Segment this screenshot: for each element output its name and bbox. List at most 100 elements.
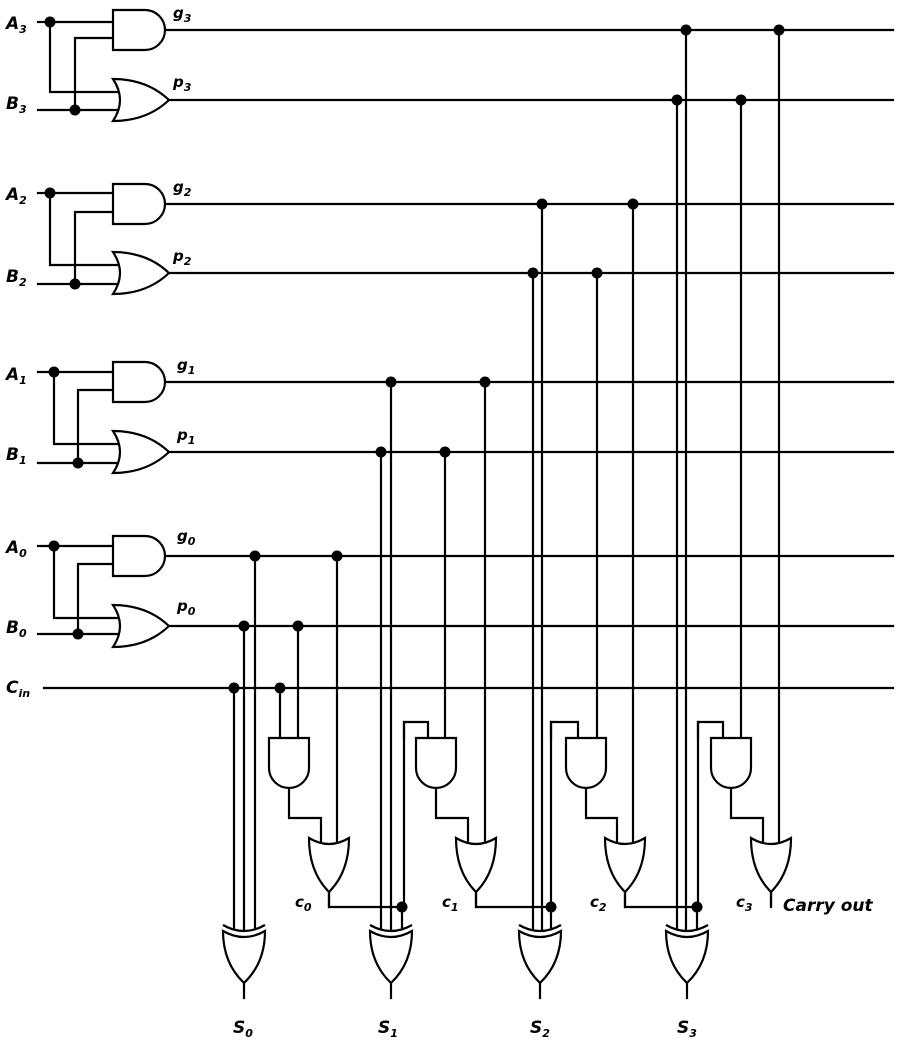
junction-dot (773, 24, 785, 36)
signal-label-p2: p2 (172, 247, 192, 268)
sum-xor-gate-back-curve (518, 924, 562, 933)
junction-dot (69, 104, 81, 116)
or-gate-propagate (110, 603, 171, 649)
wire-a-to-or (48, 191, 123, 267)
and-gate-generate (111, 8, 167, 52)
output-label-s2: S2 (530, 1018, 550, 1040)
input-label-cin: Cin (6, 678, 30, 700)
carry-label-c2: c2 (590, 893, 607, 914)
junction-dot (536, 198, 548, 210)
sum-xor-gate-back-curve (369, 924, 413, 933)
junction-dot (545, 901, 557, 913)
signal-label-g1: g1 (177, 356, 195, 377)
junction-dot (238, 620, 250, 632)
and-gate-generate (111, 534, 167, 578)
or-gate-propagate (110, 77, 171, 123)
carry-label-c1: c1 (442, 893, 459, 914)
signal-label-g2: g2 (173, 178, 192, 199)
wire-and-to-or (729, 786, 765, 843)
junction-dot (627, 198, 639, 210)
carry-or-gate (307, 836, 351, 894)
input-label-a2: A2 (4, 185, 27, 207)
junction-dot (385, 376, 397, 388)
wire-a-to-or (52, 370, 123, 446)
carry-or-gate (603, 836, 647, 894)
junction-dot (396, 901, 408, 913)
wire-a-to-or (48, 20, 123, 94)
junction-dot (72, 457, 84, 469)
input-label-a3: A3 (4, 14, 27, 36)
junction-dot (274, 682, 286, 694)
junction-dot (331, 550, 343, 562)
wire-a-to-or (52, 544, 123, 620)
carry-and-gate (267, 736, 311, 790)
wire-b-to-and (76, 562, 115, 636)
input-label-a0: A0 (4, 538, 27, 560)
sum-xor-gate (368, 929, 414, 985)
signal-label-p1: p1 (176, 426, 195, 447)
wire-b-to-and (73, 210, 115, 286)
junction-dot (44, 16, 56, 28)
sum-xor-gate-back-curve (665, 924, 709, 933)
signal-label-p0: p0 (176, 597, 196, 618)
carry-c2-wire (623, 890, 699, 909)
junction-dot (48, 540, 60, 552)
wire-and-to-or (287, 786, 323, 843)
junction-dot (479, 376, 491, 388)
junction-dot (375, 446, 387, 458)
sum-xor-gate (221, 929, 267, 985)
and-gate-generate (111, 360, 167, 404)
input-label-a1: A1 (4, 365, 27, 387)
and-gate-generate (111, 182, 167, 226)
wire-carry-feed (549, 720, 580, 740)
junction-dot (69, 278, 81, 290)
output-label-s0: S0 (233, 1018, 253, 1040)
wire-b-to-and (76, 388, 115, 465)
wire-and-to-or (434, 786, 470, 843)
signal-label-g3: g3 (173, 4, 192, 25)
carry-label-c3: c3 (736, 893, 753, 914)
wire-b-to-and (73, 36, 115, 112)
junction-dot (48, 366, 60, 378)
signal-label-p3: p3 (172, 73, 192, 94)
signal-label-g0: g0 (177, 527, 196, 548)
junction-dot (44, 187, 56, 199)
sum-xor-gate (517, 929, 563, 985)
carry-or-gate (454, 836, 498, 894)
carry-label-c0: c0 (295, 893, 312, 914)
junction-dot (735, 94, 747, 106)
logic-gates (110, 8, 793, 985)
wire-carry-feed (402, 720, 430, 740)
junction-dots (44, 16, 785, 913)
carry-and-gate (564, 736, 608, 790)
junction-dot (680, 24, 692, 36)
carry-out-label: Carry out (783, 896, 873, 916)
input-label-b0: B0 (6, 618, 27, 640)
junction-dot (671, 94, 683, 106)
junction-dot (292, 620, 304, 632)
or-gate-propagate (110, 429, 171, 475)
or-gate-propagate (110, 250, 171, 296)
sum-xor-gate (664, 929, 710, 985)
junction-dot (591, 267, 603, 279)
carry-and-gate (709, 736, 753, 790)
sum-xor-gate-back-curve (222, 924, 266, 933)
junction-dot (439, 446, 451, 458)
input-label-b3: B3 (6, 94, 27, 116)
junction-dot (72, 628, 84, 640)
output-label-s1: S1 (378, 1018, 398, 1040)
carry-c1-wire (474, 890, 553, 909)
junction-dot (691, 901, 703, 913)
input-label-b1: B1 (6, 445, 27, 467)
input-label-b2: B2 (6, 267, 27, 289)
output-label-s3: S3 (677, 1018, 697, 1040)
wire-carry-feed (696, 720, 725, 740)
junction-dot (249, 550, 261, 562)
carry-c0-wire (327, 890, 404, 909)
carry-and-gate (414, 736, 458, 790)
junction-dot (527, 267, 539, 279)
carry-or-gate (749, 836, 793, 894)
junction-dot (228, 682, 240, 694)
wire-and-to-or (584, 786, 619, 843)
